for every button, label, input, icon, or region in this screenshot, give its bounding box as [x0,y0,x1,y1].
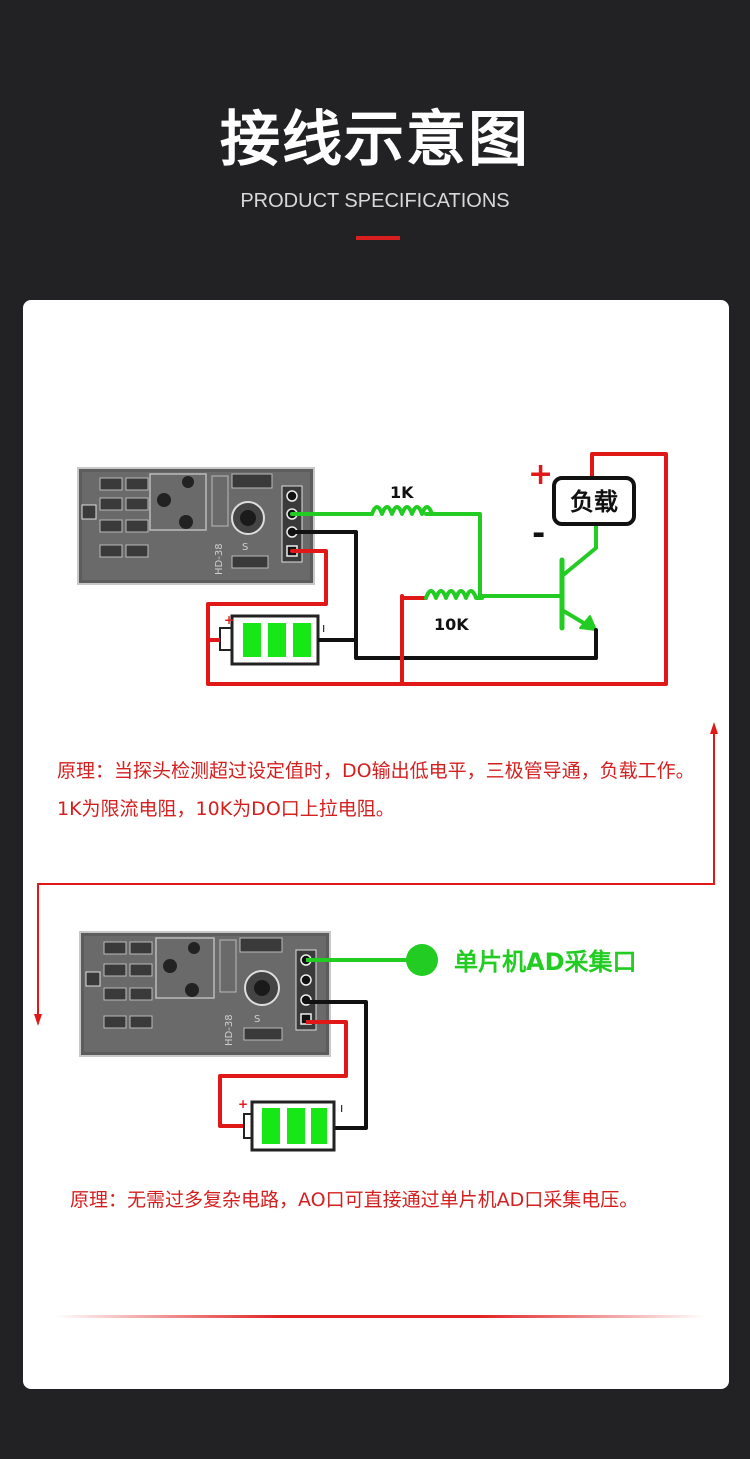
load-minus-sign: - [532,514,545,552]
title-underline [356,236,400,240]
flow-arrow [34,722,718,1026]
page-header: 接线示意图 PRODUCT SPECIFICATIONS [0,0,750,300]
battery2-minus-label: ı [340,1101,343,1115]
load-box: 负载 [552,476,636,526]
description-1: 原理：当探头检测超过设定值时，DO输出低电平，三极管导通，负载工作。1K为限流电… [57,760,695,820]
load-plus-sign: + [528,457,553,492]
battery-minus-label: ı [322,621,325,635]
wires-diagram-1 [206,452,668,686]
battery-plus-label: + [224,613,234,627]
page-subtitle: PRODUCT SPECIFICATIONS [240,190,510,212]
load-label: 负载 [570,488,618,516]
battery-2: + ı [238,1097,343,1152]
board-pin-text: S [242,542,248,553]
wires-diagram-2 [218,958,410,1130]
board-model-text: HD-38 [214,543,225,575]
sensor-board-2: HD-38 S [79,931,331,1057]
board2-model-text: HD-38 [224,1014,235,1046]
sensor-board-1: HD-38 S [77,467,315,585]
page-title: 接线示意图 [220,105,530,175]
mcu-ad-port-label: 单片机AD采集口 [454,948,637,976]
battery2-plus-label: + [238,1097,248,1111]
description-2: 原理：无需过多复杂电路，AO口可直接通过单片机AD口采集电压。 [70,1189,639,1211]
battery-1: + ı [219,613,325,666]
resistor-10k-label: 10K [434,615,469,634]
footer-divider [55,1315,705,1318]
resistor-1k-label: 1K [390,483,414,502]
mcu-ad-port-dot [406,944,438,976]
board2-pin-text: S [254,1014,260,1025]
